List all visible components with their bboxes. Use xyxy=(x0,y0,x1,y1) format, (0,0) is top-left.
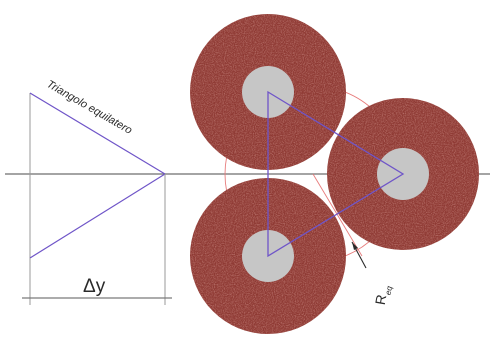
triangle-lower-side xyxy=(29,173,166,259)
radius-label-subscript: eq xyxy=(384,285,395,296)
center-triangle xyxy=(267,90,405,258)
radius-marker xyxy=(351,241,367,269)
triangle-upper-side xyxy=(29,92,166,175)
radius-guide xyxy=(312,173,363,257)
radius-label: R eq xyxy=(372,285,395,306)
center-triangle-shape xyxy=(267,90,405,258)
equilateral-triangle-construction xyxy=(22,92,172,305)
radius-arrowhead xyxy=(352,242,358,250)
radius-label-main: R xyxy=(372,293,390,306)
delta-y-label: Δy xyxy=(83,276,106,297)
